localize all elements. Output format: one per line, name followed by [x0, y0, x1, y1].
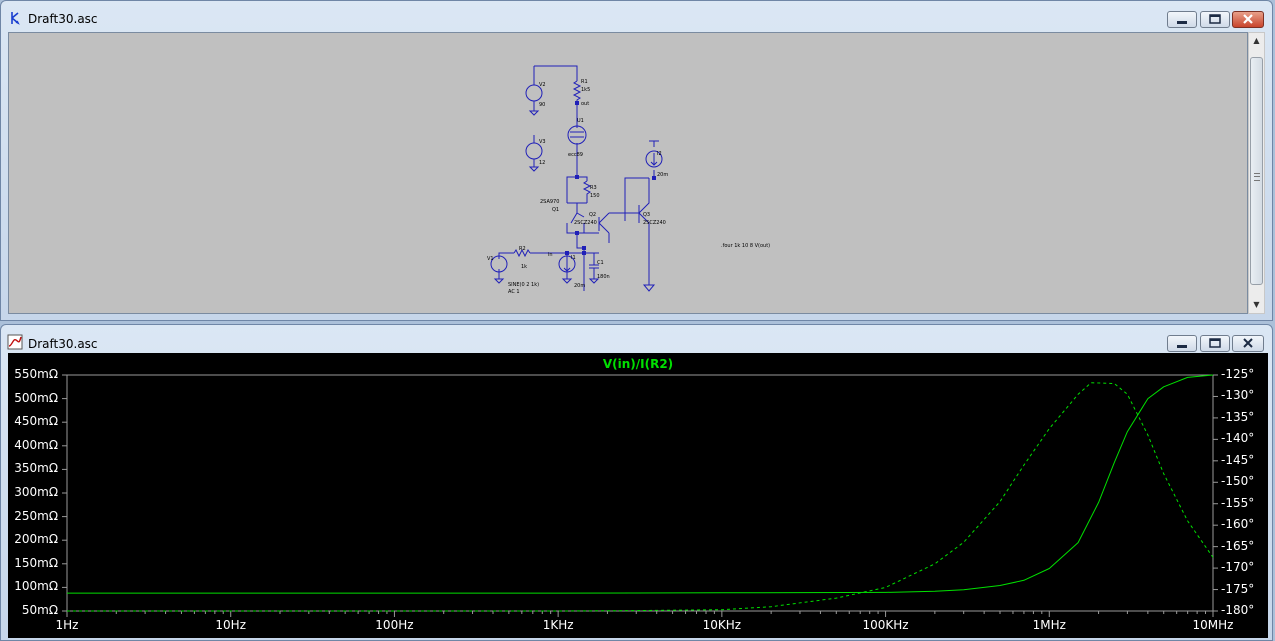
y-left-tick-label: 400mΩ [14, 437, 58, 452]
c1-name: C1 [597, 260, 604, 266]
minimize-icon [1177, 21, 1187, 24]
r1-name: R1 [581, 79, 588, 85]
plot-pane[interactable]: V(in)/I(R2) 550mΩ 500mΩ 450mΩ 400mΩ 350mΩ 300… [8, 353, 1268, 638]
phase-trace [67, 382, 1214, 612]
schematic-icon [11, 12, 20, 25]
plot-window: Draft30.asc V(in)/I(R2) 550mΩ 500mΩ 450mΩ 4… [0, 324, 1273, 641]
r3-value: 150 [590, 193, 600, 199]
y-right-tick-label: -155° [1221, 495, 1255, 510]
i2-name: I2 [657, 151, 662, 157]
y-right-tick-label: -175° [1221, 581, 1255, 596]
y-right-tick-label: -140° [1221, 431, 1255, 446]
u1-name: U1 [577, 118, 584, 124]
scroll-down-arrow[interactable]: ▼ [1253, 300, 1260, 309]
y-left-tick-label: 150mΩ [14, 555, 58, 570]
y-right-tick-label: -160° [1221, 517, 1255, 532]
grip-icon [1254, 173, 1260, 181]
y-right-tick-label: -180° [1221, 603, 1255, 617]
y-left-tick-label: 300mΩ [14, 485, 58, 499]
q2-name: Q2 [589, 212, 596, 218]
minimize-icon [1177, 345, 1187, 348]
plot-titlebar[interactable]: Draft30.asc [1, 325, 1272, 353]
component-labels: V2 90 R1 1k5 out U1 ecc89 V3 12 I2 20m R… [487, 79, 770, 295]
close-icon [1243, 14, 1253, 24]
four-directive[interactable]: .four 1k 10 8 V(out) [721, 243, 770, 249]
q1-name: Q1 [552, 207, 559, 213]
junctions [565, 101, 656, 255]
plot-frame [66, 374, 1214, 612]
y-left-tick-label: 350mΩ [14, 461, 58, 476]
y-left-tick-label: 250mΩ [14, 508, 58, 523]
v1-name: V1 [487, 256, 494, 262]
v2-name: V2 [539, 82, 546, 88]
close-icon [1243, 338, 1253, 348]
plot-window-title: Draft30.asc [28, 337, 98, 351]
plot-maximize-button[interactable] [1200, 335, 1230, 352]
r1-value: 1k5 [581, 87, 590, 93]
plot-area[interactable] [8, 353, 1268, 638]
y-left-tick-label: 450mΩ [14, 414, 58, 429]
y-right-tick-label: -130° [1221, 388, 1255, 403]
maximize-button[interactable] [1200, 11, 1230, 28]
x-tick-label: 100Hz [375, 618, 414, 632]
wires [498, 65, 659, 292]
u1-value: ecc89 [568, 152, 583, 158]
schematic-canvas[interactable]: V2 90 R1 1k5 out U1 ecc89 V3 12 I2 20m R… [8, 32, 1248, 314]
v2-value: 90 [539, 102, 545, 108]
x-tick-label: 10MHz [1192, 618, 1234, 632]
q3-value: 2SCZ240 [643, 220, 666, 226]
restore-icon [1209, 338, 1221, 348]
schematic-drawing: V2 90 R1 1k5 out U1 ecc89 V3 12 I2 20m R… [487, 65, 770, 295]
r3-name: R3 [590, 185, 597, 191]
y-left-tick-label: 100mΩ [14, 579, 58, 594]
y-right-tick-label: -125° [1221, 367, 1255, 381]
x-tick-label: 1Hz [55, 618, 79, 632]
v1-ac: AC 1 [508, 289, 520, 295]
trace-label[interactable]: V(in)/I(R2) [602, 357, 674, 371]
y-left-tick-label: 550mΩ [14, 367, 58, 381]
x-tick-label: 10Hz [215, 618, 246, 632]
in-net-label: in [548, 252, 553, 258]
y-right-tick-label: -150° [1221, 474, 1255, 489]
sources [490, 84, 663, 273]
scroll-up-arrow[interactable]: ▲ [1253, 36, 1260, 45]
y-right-tick-label: -165° [1221, 538, 1255, 553]
plot-close-button[interactable] [1232, 335, 1264, 352]
restore-icon [1209, 14, 1221, 24]
r2-name: R2 [519, 246, 526, 252]
q3-name: Q3 [643, 212, 650, 218]
x-tick-label: 100KHz [862, 618, 909, 632]
out-net-label: out [581, 101, 589, 107]
v1-value: SINE(0 2 1k) [508, 282, 539, 288]
schematic-window-title: Draft30.asc [28, 12, 98, 26]
x-tick-label: 10KHz [702, 618, 742, 632]
i2-value: 20m [657, 172, 668, 178]
plot-minimize-button[interactable] [1167, 335, 1197, 352]
close-button[interactable] [1232, 11, 1264, 28]
y-right-tick-label: -135° [1221, 409, 1255, 424]
x-tick-label: 1MHz [1032, 618, 1066, 632]
y-left-tick-label: 50mΩ [21, 603, 58, 617]
q2-value: 2SCZ240 [574, 220, 597, 226]
y-right-tick-label: -170° [1221, 560, 1255, 575]
waveform-icon [7, 334, 23, 350]
q1-value: 2SA970 [540, 199, 559, 205]
schematic-titlebar[interactable]: Draft30.asc [1, 1, 1272, 31]
magnitude-trace [67, 374, 1214, 594]
c1-value: 180n [597, 274, 610, 280]
scroll-thumb[interactable] [1250, 57, 1263, 285]
r2-value: 1k [521, 264, 527, 270]
y-right-tick-label: -145° [1221, 452, 1255, 467]
vertical-scrollbar[interactable]: ▲ ▼ [1248, 32, 1265, 314]
minimize-button[interactable] [1167, 11, 1197, 28]
v3-name: V3 [539, 139, 546, 145]
i1-name: I1 [571, 255, 576, 261]
x-tick-label: 1KHz [542, 618, 574, 632]
grounds [493, 110, 600, 284]
i1-value: 20m [574, 283, 585, 289]
schematic-window: Draft30.asc [0, 0, 1273, 321]
v3-value: 12 [539, 160, 545, 166]
y-left-tick-label: 500mΩ [14, 390, 58, 405]
y-left-tick-label: 200mΩ [14, 532, 58, 547]
